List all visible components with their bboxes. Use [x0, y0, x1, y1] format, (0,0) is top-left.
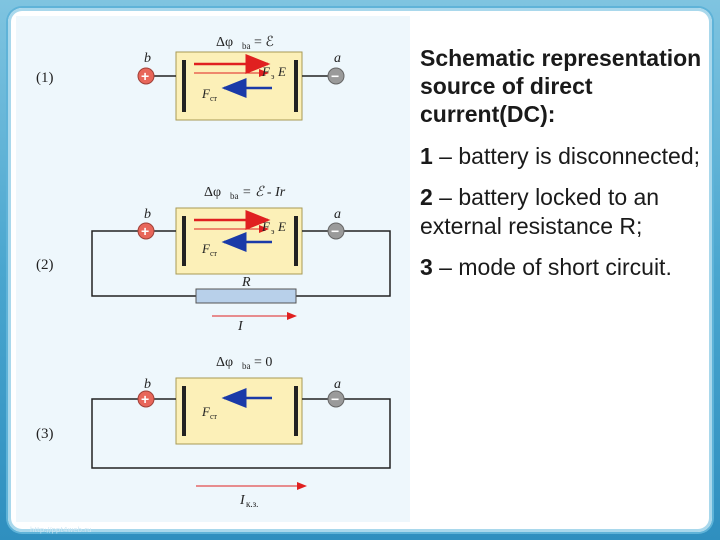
node-a-3: a — [334, 377, 341, 392]
equation-3-rhs: = 0 — [254, 355, 272, 370]
circuit-diagrams: (1) Δφ ba = ℰ b a + − F э E F ст (2) Δφ … — [36, 35, 391, 509]
label-num-2: (2) — [36, 257, 54, 273]
footer-url: http://ppt4web.ru — [30, 526, 92, 534]
minus-terminal-2 — [327, 222, 345, 240]
e-vec-label-1: E — [277, 64, 286, 79]
heading: Schematic representation source of direc… — [420, 45, 702, 127]
item-1-text: – battery is disconnected; — [432, 143, 701, 169]
node-b-2: b — [144, 207, 151, 222]
item-1: 1 – battery is disconnected; — [420, 142, 702, 171]
item-3: 3 – mode of short circuit. — [420, 253, 702, 282]
description-text: Schematic representation source of direc… — [420, 44, 702, 294]
node-b-1: b — [144, 51, 151, 66]
plus-terminal-2 — [137, 222, 155, 240]
current-label: I — [237, 319, 244, 334]
minus-sign-3: − — [331, 391, 339, 407]
f-el-sub-2: э — [271, 227, 275, 236]
node-a-2: a — [334, 207, 341, 222]
item-2-number: 2 — [420, 184, 433, 210]
short-current-label: I — [239, 493, 246, 508]
f-ext-sub-1: ст — [210, 94, 218, 103]
label-num-1: (1) — [36, 70, 54, 86]
f-ext-label-3: F — [201, 404, 211, 419]
f-ext-label-2: F — [201, 241, 211, 256]
item-2-text: – battery locked to an external resistan… — [420, 184, 660, 239]
minus-sign-2: − — [331, 223, 339, 239]
short-circuit-wire — [91, 398, 391, 469]
f-el-label-1: F — [261, 64, 271, 79]
equation-2-sub: ba — [230, 191, 239, 201]
plus-sign-3: + — [141, 391, 149, 407]
short-current-sub: к.з. — [246, 499, 258, 509]
node-a-1: a — [334, 51, 341, 66]
equation-1-rhs: = ℰ — [254, 35, 274, 50]
equation-3-lhs: Δφ — [216, 355, 233, 370]
e-vec-label-2: E — [277, 219, 286, 234]
resistor-label: R — [241, 275, 251, 290]
diagram-panel: (1) Δφ ba = ℰ b a + − F э E F ст (2) Δφ … — [16, 16, 410, 522]
resistor-r — [195, 288, 297, 304]
equation-2-rhs: = ℰ - Ir — [242, 185, 286, 200]
minus-terminal-3 — [327, 390, 345, 408]
equation-2-lhs: Δφ — [204, 185, 221, 200]
f-el-sub-1: э — [271, 72, 275, 81]
minus-terminal-1 — [327, 67, 345, 85]
node-b-3: b — [144, 377, 151, 392]
label-num-3: (3) — [36, 426, 54, 442]
f-ext-sub-3: ст — [210, 412, 218, 421]
minus-sign-1: − — [331, 68, 339, 84]
plus-terminal-1 — [137, 67, 155, 85]
item-2: 2 – battery locked to an external resist… — [420, 183, 702, 241]
plus-sign-1: + — [141, 68, 149, 84]
item-1-number: 1 — [420, 143, 433, 169]
item-3-text: – mode of short circuit. — [432, 254, 672, 280]
battery-1 — [175, 51, 303, 121]
equation-3-sub: ba — [242, 361, 251, 371]
circuit-wire-2 — [91, 230, 196, 297]
item-3-number: 3 — [420, 254, 433, 280]
plus-sign-2: + — [141, 223, 149, 239]
f-ext-label-1: F — [201, 86, 211, 101]
battery-3 — [175, 377, 303, 445]
circuit-wire-2-right — [296, 230, 391, 297]
f-el-label-2: F — [261, 219, 271, 234]
plus-terminal-3 — [137, 390, 155, 408]
equation-1-sub: ba — [242, 41, 251, 51]
f-ext-sub-2: ст — [210, 249, 218, 258]
equation-1-lhs: Δφ — [216, 35, 233, 50]
